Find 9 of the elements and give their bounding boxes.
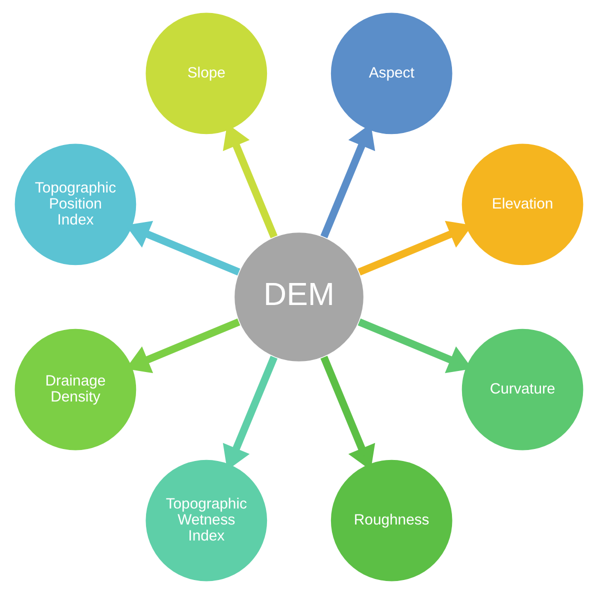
node-circle: Elevation (460, 142, 584, 266)
node-circle: Drainage Density (13, 328, 137, 452)
node-circle: DEM (233, 232, 364, 362)
node-circle: Topographic Position Index (13, 142, 137, 266)
node-circle: Roughness (329, 458, 453, 582)
node-circle: Topographic Wetness Index (144, 458, 268, 582)
node-circle: Curvature (460, 328, 584, 452)
node-circle: Slope (144, 12, 268, 136)
node-circle: Aspect (329, 12, 453, 136)
